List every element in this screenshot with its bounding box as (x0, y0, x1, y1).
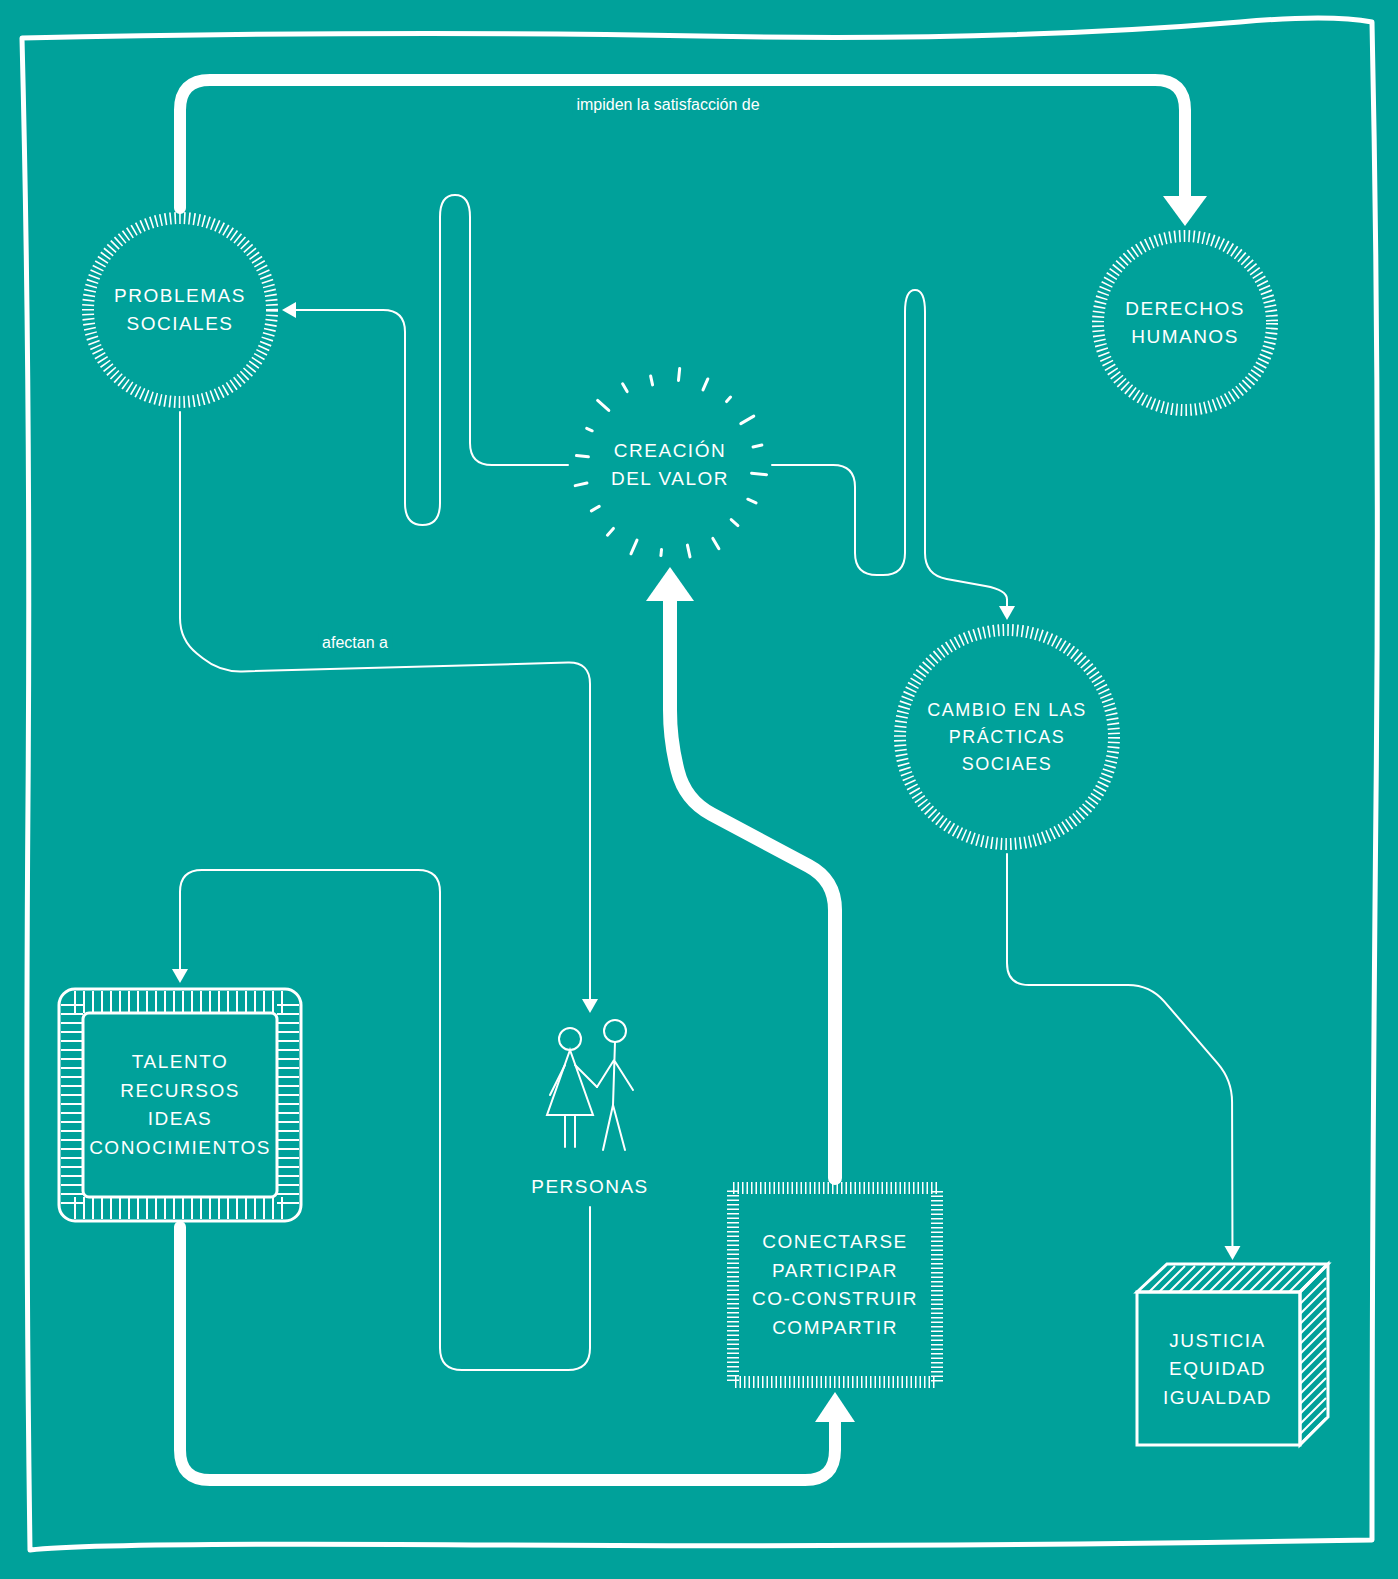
edge-label: afectan a (318, 633, 392, 653)
burst-ray (678, 368, 679, 380)
arrowhead (999, 606, 1015, 620)
node-label: PROBLEMAS SOCIALES (105, 282, 255, 339)
connector-line (180, 412, 590, 1002)
change-circle: CAMBIO EN LAS PRÁCTICAS SOCIAES (892, 622, 1122, 852)
connector-line (1007, 854, 1232, 1249)
circle-outline (1090, 228, 1280, 418)
arrowhead (646, 567, 694, 601)
burst-ray (575, 483, 587, 486)
arrowhead (282, 302, 296, 318)
burst-ray (753, 445, 762, 447)
node-label: CAMBIO EN LAS PRÁCTICAS SOCIAES (915, 697, 1100, 778)
burst-ray (731, 520, 738, 526)
cube-hatching (1149, 1266, 1326, 1444)
burst-ray (587, 428, 592, 430)
node-label: CONECTARSE PARTICIPAR CO-CONSTRUIR COMPA… (740, 1228, 930, 1342)
burst-ray (703, 379, 708, 390)
frame-outline (22, 18, 1377, 1550)
couple-figure (547, 1020, 633, 1150)
frame-ticks (61, 991, 299, 1219)
burst-ray (741, 416, 754, 424)
burst-ray (687, 545, 690, 557)
arrowhead (582, 999, 598, 1013)
burst-ray (752, 473, 767, 474)
people-figure: PERSONAS (525, 1015, 655, 1205)
problem-circle: PROBLEMAS SOCIALES (80, 210, 280, 410)
hatch-outline (55, 985, 305, 1225)
woman-dress (547, 1050, 593, 1115)
outer-frame (59, 989, 301, 1221)
resource-box: TALENTO RECURSOS IDEAS CONOCIMIENTOS (55, 985, 305, 1225)
man-body (597, 1042, 633, 1150)
circle-outline (80, 210, 280, 410)
connector (772, 290, 1015, 620)
arrowhead (815, 1392, 855, 1422)
action-box: CONECTARSE PARTICIPAR CO-CONSTRUIR COMPA… (725, 1180, 945, 1390)
cube-front (1137, 1292, 1300, 1445)
burst-ray (607, 528, 613, 535)
connector (180, 1227, 855, 1480)
arrowhead (1224, 1246, 1240, 1260)
burst-ray (576, 456, 588, 457)
connector-line (293, 195, 568, 525)
connector (180, 80, 1207, 226)
node-label: JUSTICIA EQUIDAD IGUALDAD (1143, 1327, 1293, 1413)
burst-ray (623, 384, 628, 392)
value-burst: CREACIÓN DEL VALOR (570, 365, 770, 565)
connector (1007, 854, 1240, 1260)
hatched-ring (900, 630, 1114, 844)
node-label: DERECHOS HUMANOS (1110, 295, 1260, 352)
connector-line (180, 80, 1185, 208)
burst-ray (598, 400, 609, 410)
hatched-ring (88, 218, 272, 402)
ticked-frame (733, 1188, 937, 1382)
node-label: TALENTO RECURSOS IDEAS CONOCIMIENTOS (85, 1048, 275, 1162)
rights-circle: DERECHOS HUMANOS (1090, 228, 1280, 418)
arrowhead (1163, 196, 1207, 226)
connector-line (670, 594, 835, 1178)
node-label: PERSONAS (525, 1173, 655, 1202)
edge-label: impiden la satisfacción de (572, 95, 763, 115)
burst-ray (591, 506, 599, 511)
woman-head (559, 1028, 581, 1050)
arrowhead (172, 969, 188, 983)
burst-ray (659, 550, 663, 556)
connector (282, 195, 568, 525)
woman-limbs (550, 1065, 597, 1147)
burst-ray (651, 376, 653, 385)
connector-line (180, 870, 590, 1370)
hatched-ring (1098, 236, 1272, 410)
burst-ray (727, 397, 731, 401)
justice-cube: JUSTICIA EQUIDAD IGUALDAD (1135, 1262, 1330, 1447)
burst-outline (570, 365, 770, 565)
man-head (604, 1020, 626, 1042)
burst-ray (713, 538, 719, 548)
burst-ray (631, 540, 637, 554)
connector (172, 870, 590, 1370)
tick-outline (725, 1180, 945, 1390)
connector (646, 567, 835, 1178)
burst-ray (748, 499, 756, 503)
cube-outline (1135, 1262, 1330, 1447)
inner-frame (83, 1013, 277, 1197)
connector-line (772, 290, 1007, 609)
connector (180, 412, 598, 1013)
node-label: CREACIÓN DEL VALOR (600, 437, 740, 494)
